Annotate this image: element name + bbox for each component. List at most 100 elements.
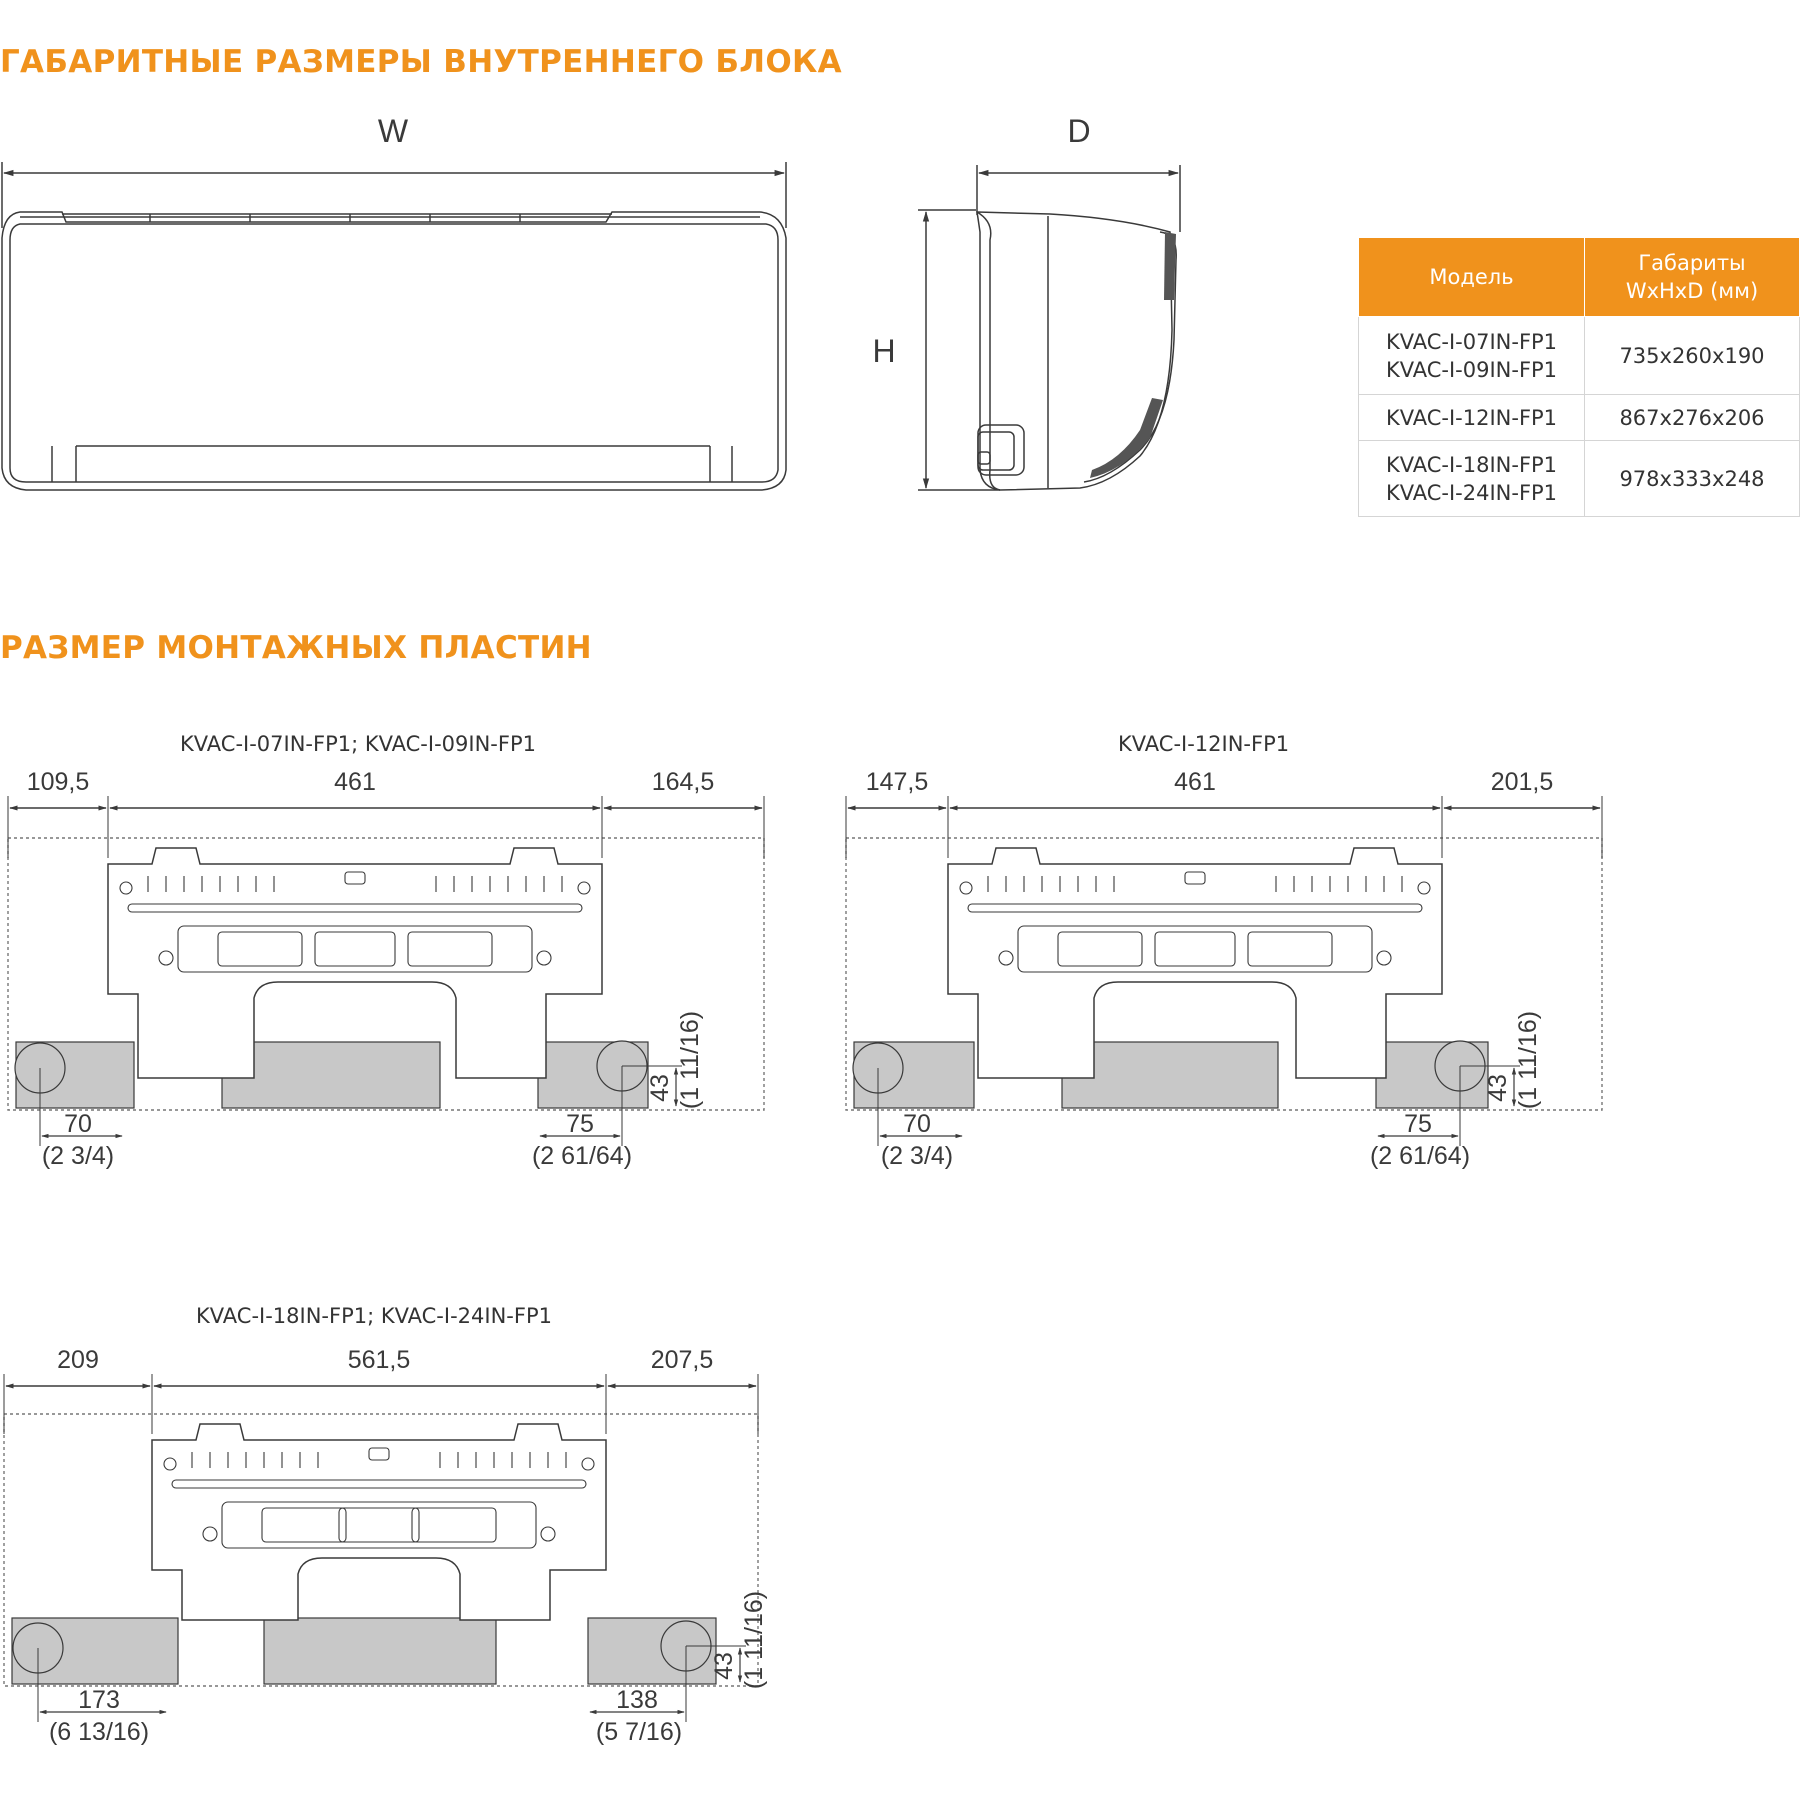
dim-label-bottom-left: 70 [64, 1110, 92, 1138]
model-name: KVAC-I-09IN-FP1 [1385, 357, 1558, 382]
mounting-plate [947, 847, 1443, 1079]
depth-label: D [1067, 113, 1090, 149]
table-header-dims-line1: Габариты [1638, 251, 1746, 275]
plate-details [163, 1447, 595, 1549]
dim-label-center: 461 [334, 768, 376, 796]
mount-hole [119, 881, 133, 895]
pipe-zones [14, 1040, 649, 1109]
width-label: W [378, 113, 409, 149]
table-cell-dims: 735x260x190 [1584, 316, 1800, 395]
dim-label-bottom-right: 75 [566, 1110, 594, 1138]
mount-hole [540, 1526, 556, 1542]
mount-hole [581, 1457, 595, 1471]
dim-label-bottom-left: 173 [78, 1686, 120, 1714]
dim-label-vertical-inch: (1 11/16) [676, 1011, 704, 1109]
dim-label-center: 461 [1174, 768, 1216, 796]
pipe-zone-center [263, 1617, 497, 1685]
table-cell-dims: 978x333x248 [1584, 440, 1800, 517]
plate-panel [221, 1501, 537, 1549]
section-title-outline-dimensions: ГАБАРИТНЫЕ РАЗМЕРЫ ВНУТРЕННЕГО БЛОКА [0, 44, 842, 80]
dim-label-bottom-left: 70 [903, 1110, 931, 1138]
plate-panel [177, 925, 533, 973]
plate-panel [1017, 925, 1373, 973]
dim-label-bottom-right-inch: (5 7/16) [596, 1718, 682, 1746]
pipe-zones [11, 1617, 717, 1685]
mount-hole [1417, 881, 1431, 895]
plate-cutout [261, 1507, 347, 1543]
plate-details [119, 871, 591, 973]
table-row: KVAC-I-18IN-FP1 KVAC-I-24IN-FP1 978x333x… [1358, 440, 1800, 517]
dim-label-vertical: 43 [1484, 1074, 1512, 1102]
dim-label-left: 147,5 [866, 768, 929, 796]
dim-label-bottom-right-inch: (2 61/64) [532, 1142, 632, 1170]
table-header-dims: Габариты WxHxD (мм) [1584, 237, 1800, 317]
table-header-dims-line2: WxHxD (мм) [1625, 279, 1759, 303]
plate-outline-box [7, 837, 765, 1111]
plate-outline-box [3, 1413, 759, 1687]
model-name: KVAC-I-18IN-FP1 [1385, 452, 1558, 477]
side-view [918, 165, 1181, 491]
section-title-mounting-plates: РАЗМЕР МОНТАЖНЫХ ПЛАСТИН [0, 630, 592, 666]
mount-hole [577, 881, 591, 895]
dim-label-vertical: 43 [710, 1652, 738, 1680]
mounting-plate [151, 1423, 607, 1621]
plate-group-1 [7, 796, 765, 1111]
plate-title-1: KVAC-I-07IN-FP1; KVAC-I-09IN-FP1 [180, 732, 536, 756]
mount-hole [959, 881, 973, 895]
plate-title-3: KVAC-I-18IN-FP1; KVAC-I-24IN-FP1 [196, 1304, 552, 1328]
model-name: KVAC-I-12IN-FP1 [1385, 405, 1558, 430]
plate-group-3 [3, 1374, 759, 1687]
pipe-zone-center [1061, 1041, 1279, 1109]
dim-label-vertical-inch: (1 11/16) [740, 1591, 768, 1689]
plate-slot [967, 903, 1423, 913]
table-cell-model: KVAC-I-18IN-FP1 KVAC-I-24IN-FP1 [1358, 440, 1585, 517]
mount-hole [998, 950, 1014, 966]
dim-label-vertical: 43 [646, 1074, 674, 1102]
height-label: H [872, 333, 895, 369]
plate-slot [127, 903, 583, 913]
front-view [1, 162, 787, 491]
dim-label-bottom-left-inch: (6 13/16) [49, 1718, 149, 1746]
table-cell-model: KVAC-I-07IN-FP1 KVAC-I-09IN-FP1 [1358, 316, 1585, 395]
dim-label-left: 109,5 [27, 768, 90, 796]
plate-cutout [338, 1507, 420, 1543]
center-slot [1184, 871, 1206, 885]
dim-label-bottom-right-inch: (2 61/64) [1370, 1142, 1470, 1170]
dim-label-right: 201,5 [1491, 768, 1554, 796]
dim-label-bottom-right: 138 [616, 1686, 658, 1714]
mount-hole [163, 1457, 177, 1471]
plate-cutout [314, 931, 396, 967]
mounting-plate [107, 847, 603, 1079]
model-name: KVAC-I-24IN-FP1 [1385, 480, 1558, 505]
dim-label-bottom-right: 75 [1404, 1110, 1432, 1138]
plate-cutout [1247, 931, 1333, 967]
model-name: KVAC-I-07IN-FP1 [1385, 329, 1558, 354]
table-header-row: Модель Габариты WxHxD (мм) [1358, 237, 1800, 317]
center-slot [368, 1447, 390, 1461]
mount-hole [1376, 950, 1392, 966]
dim-label-center: 561,5 [348, 1346, 411, 1374]
plate-slot [171, 1479, 587, 1489]
plate-cutout [217, 931, 303, 967]
plate-outline-box [845, 837, 1603, 1111]
dim-label-vertical-inch: (1 11/16) [1514, 1011, 1542, 1109]
dim-label-left: 209 [57, 1346, 99, 1374]
table-row: KVAC-I-07IN-FP1 KVAC-I-09IN-FP1 735x260x… [1358, 316, 1800, 395]
plate-cutout [1057, 931, 1143, 967]
center-slot [344, 871, 366, 885]
dimensions-table: Модель Габариты WxHxD (мм) KVAC-I-07IN-F… [1358, 237, 1800, 517]
plate-cutout [1154, 931, 1236, 967]
plate-cutout [407, 931, 493, 967]
plate-details [959, 871, 1431, 973]
dim-label-bottom-left-inch: (2 3/4) [881, 1142, 953, 1170]
pipe-zones [852, 1040, 1489, 1109]
plate-title-2: KVAC-I-12IN-FP1 [1118, 732, 1290, 756]
dim-label-right: 207,5 [651, 1346, 714, 1374]
table-header-model: Модель [1358, 237, 1585, 317]
dim-label-bottom-left-inch: (2 3/4) [42, 1142, 114, 1170]
dim-label-right: 164,5 [652, 768, 715, 796]
mount-hole [536, 950, 552, 966]
mount-hole [158, 950, 174, 966]
